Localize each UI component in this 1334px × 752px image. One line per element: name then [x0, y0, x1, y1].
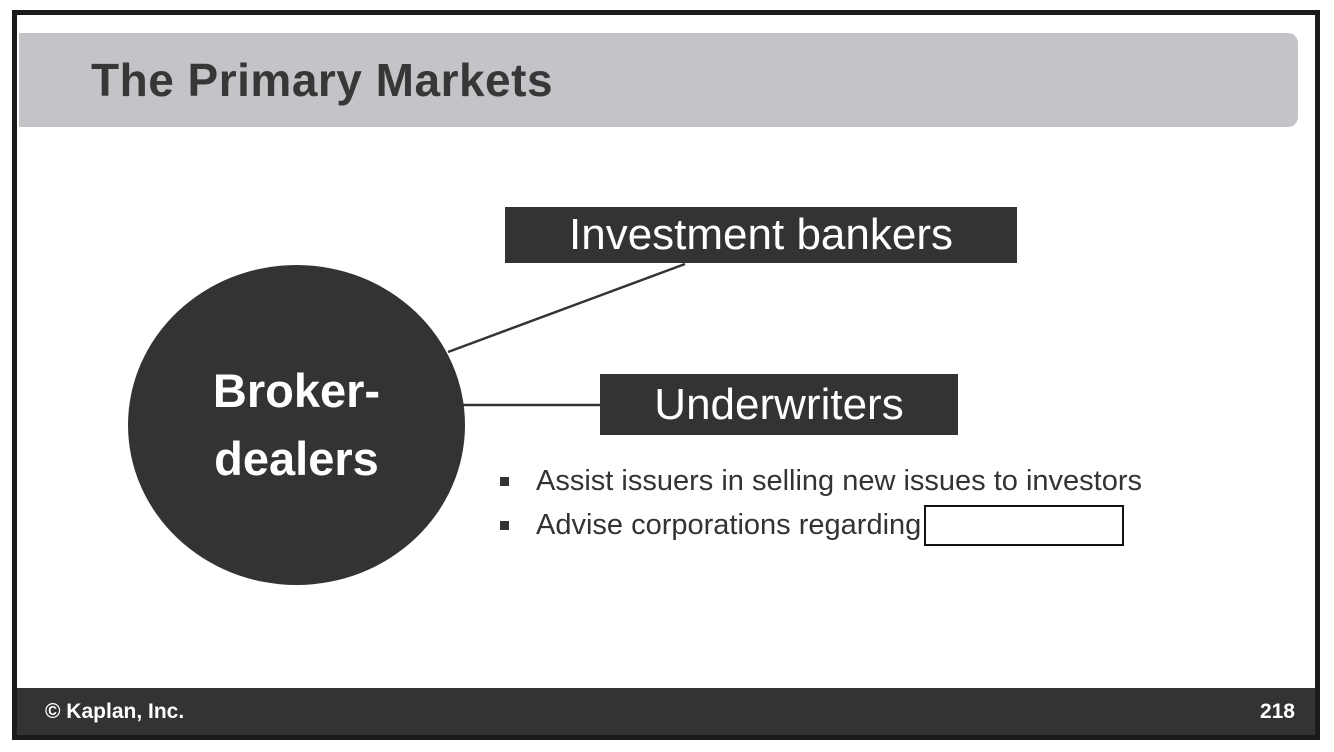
title-bar: The Primary Markets [19, 33, 1298, 127]
page-number: 218 [1259, 699, 1295, 723]
broker-dealers-label: Broker- dealers [213, 357, 380, 493]
bullet-item: Assist issuers in selling new issues to … [500, 459, 1142, 503]
connector-line-investment-bankers [447, 262, 686, 354]
square-bullet-icon [500, 476, 509, 486]
bullet-text: Advise corporations regarding [536, 508, 922, 541]
underwriters-box: Underwriters [600, 374, 958, 435]
bullet-list: Assist issuers in selling new issues to … [500, 459, 1142, 547]
square-bullet-icon [500, 520, 509, 530]
broker-dealers-label-line2: dealers [214, 432, 379, 485]
copyright-text: © Kaplan, Inc. [45, 699, 185, 723]
broker-dealers-circle: Broker- dealers [128, 265, 465, 585]
answer-blank-box [924, 504, 1125, 546]
bullet-item: Advise corporations regarding [500, 503, 1142, 547]
footer-bar: © Kaplan, Inc. 218 [17, 688, 1315, 735]
underwriters-label: Underwriters [654, 379, 904, 429]
investment-bankers-label: Investment bankers [569, 210, 953, 259]
investment-bankers-box: Investment bankers [505, 207, 1017, 263]
bullet-text: Assist issuers in selling new issues to … [536, 464, 1143, 497]
broker-dealers-label-line1: Broker- [212, 363, 381, 417]
slide-title: The Primary Markets [91, 54, 554, 106]
